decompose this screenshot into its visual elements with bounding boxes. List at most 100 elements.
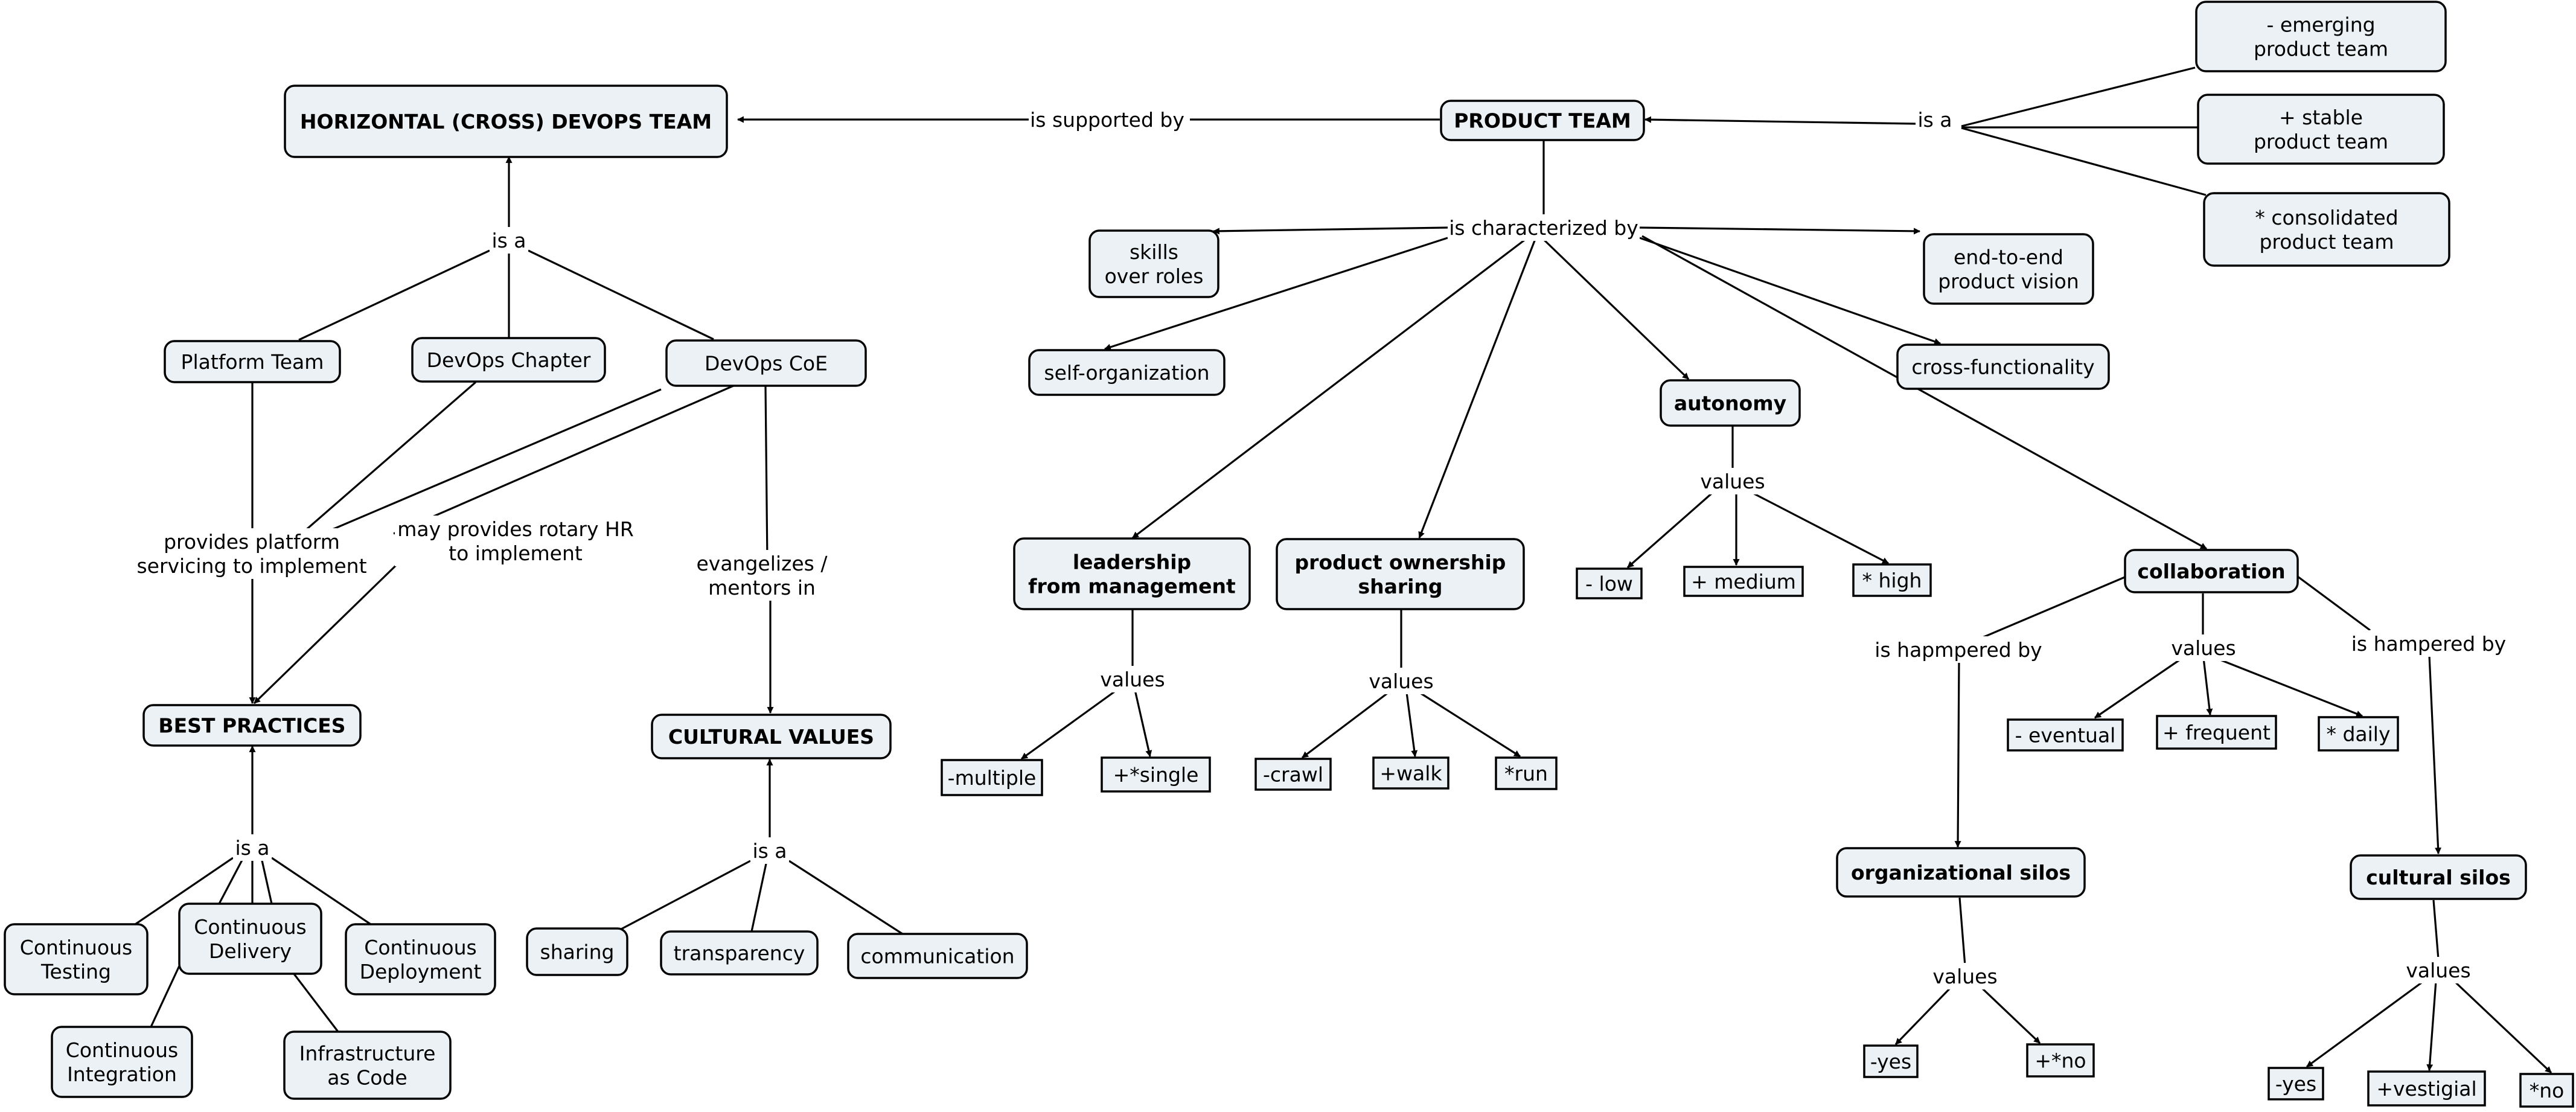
node-shape bbox=[941, 759, 1043, 796]
text-line: self-organization bbox=[1044, 361, 1209, 385]
link-label-background bbox=[702, 550, 822, 601]
node-label: +*single bbox=[1113, 763, 1199, 787]
concept-sharing: sharing bbox=[526, 927, 628, 976]
text-line: -yes bbox=[1870, 1050, 1911, 1073]
connector-line bbox=[1302, 691, 1389, 759]
value-auto-low: - low bbox=[1576, 567, 1643, 599]
connector-line bbox=[1644, 116, 1917, 125]
connector-line bbox=[218, 857, 244, 904]
text-line: is hampered by bbox=[2351, 632, 2506, 656]
concept-transparency: transparency bbox=[660, 930, 819, 976]
value-po-crawl: -crawl bbox=[1254, 758, 1332, 791]
link-label-background bbox=[2170, 634, 2237, 661]
node-label: *no bbox=[2530, 1079, 2565, 1102]
node-shape bbox=[51, 1026, 193, 1098]
node-shape bbox=[665, 339, 867, 387]
concept-cross-func: cross-functionality bbox=[1896, 344, 2110, 390]
node-label: + medium bbox=[1691, 570, 1796, 593]
text-line: Continuous bbox=[194, 915, 306, 939]
text-line: skills bbox=[1130, 240, 1178, 264]
node-shape bbox=[2007, 718, 2124, 752]
connector-line bbox=[1979, 985, 2041, 1044]
node-label: CULTURAL VALUES bbox=[668, 725, 874, 749]
text-line: evangelizes / bbox=[697, 552, 828, 575]
concept-product-team: PRODUCT TEAM bbox=[1440, 100, 1645, 141]
link-label-is-supported-by: is supported by bbox=[1030, 108, 1184, 132]
connector-line bbox=[1405, 692, 1418, 758]
value-cult-yes: -yes bbox=[2268, 1067, 2324, 1101]
link-label-values-autonomy: values bbox=[1700, 470, 1765, 493]
node-label: DevOps Chapter bbox=[427, 348, 591, 372]
text-line: +walk bbox=[1379, 761, 1442, 785]
link-label-background bbox=[2405, 957, 2472, 983]
node-shape bbox=[1660, 379, 1801, 427]
node-shape bbox=[2026, 1043, 2095, 1078]
node-shape bbox=[284, 85, 728, 158]
node-shape bbox=[1101, 756, 1211, 793]
connector-line bbox=[1626, 491, 1715, 569]
connector-line bbox=[1418, 235, 1538, 539]
connector-line bbox=[1958, 897, 1966, 967]
text-line: CULTURAL VALUES bbox=[668, 725, 874, 749]
text-line: + stable bbox=[2279, 106, 2363, 129]
text-line: servicing to implement bbox=[136, 554, 366, 578]
value-po-walk: +walk bbox=[1372, 756, 1449, 790]
concept-collaboration: collaboration bbox=[2124, 549, 2299, 593]
link-label-background bbox=[1448, 214, 1640, 241]
node-shape bbox=[1495, 756, 1558, 790]
node-label: -yes bbox=[1870, 1050, 1911, 1073]
node-label: organizational silos bbox=[1851, 861, 2071, 884]
connector-line bbox=[1134, 689, 1152, 758]
text-line: * high bbox=[1862, 569, 1922, 592]
link-label-is-a-best: is a bbox=[235, 836, 269, 860]
node-shape bbox=[1028, 349, 1226, 396]
link-label-background bbox=[2348, 630, 2509, 657]
text-line: - emerging bbox=[2266, 13, 2375, 36]
node-label: -multiple bbox=[948, 766, 1037, 790]
text-line: +*no bbox=[2034, 1049, 2086, 1072]
connector-line bbox=[393, 385, 734, 535]
connectors bbox=[135, 66, 2552, 1074]
link-label-hampered-org: is hapmpered by bbox=[1874, 638, 2042, 662]
connector-line bbox=[2297, 575, 2371, 631]
node-shape bbox=[2367, 1070, 2486, 1107]
link-label-background bbox=[1916, 106, 1954, 133]
text-line: Continuous bbox=[20, 936, 132, 959]
link-label-background bbox=[1029, 106, 1186, 133]
concept-devops-chapter: DevOps Chapter bbox=[411, 337, 606, 383]
value-lead-multiple: -multiple bbox=[941, 759, 1043, 796]
text-line: +vestigial bbox=[2376, 1077, 2476, 1101]
link-label-values-po: values bbox=[1369, 669, 1433, 693]
connector-line bbox=[1212, 226, 1448, 235]
text-line: is a bbox=[1917, 108, 1952, 132]
link-label-values-org: values bbox=[1932, 965, 1997, 988]
text-line: over roles bbox=[1105, 264, 1204, 288]
text-line: is hapmpered by bbox=[1874, 638, 2042, 662]
link-label-is-a-cultural: is a bbox=[752, 839, 787, 863]
text-line: product team bbox=[2254, 37, 2388, 60]
node-label: BEST PRACTICES bbox=[158, 714, 345, 737]
node-shape bbox=[2203, 192, 2450, 267]
node-shape bbox=[1276, 538, 1525, 610]
node-label: cultural silos bbox=[2366, 866, 2511, 889]
text-line: is a bbox=[491, 229, 526, 252]
node-shape bbox=[178, 903, 322, 975]
node-shape bbox=[660, 930, 819, 976]
text-line: sharing bbox=[540, 940, 615, 963]
link-label-background bbox=[490, 227, 528, 254]
text-line: *run bbox=[1504, 762, 1548, 785]
link-label-values-collab: values bbox=[2171, 636, 2236, 660]
value-po-run: *run bbox=[1495, 756, 1558, 790]
node-shape bbox=[164, 340, 341, 383]
text-line: Platform Team bbox=[181, 350, 324, 374]
link-label-evangelizes: evangelizes /mentors in bbox=[697, 552, 828, 599]
